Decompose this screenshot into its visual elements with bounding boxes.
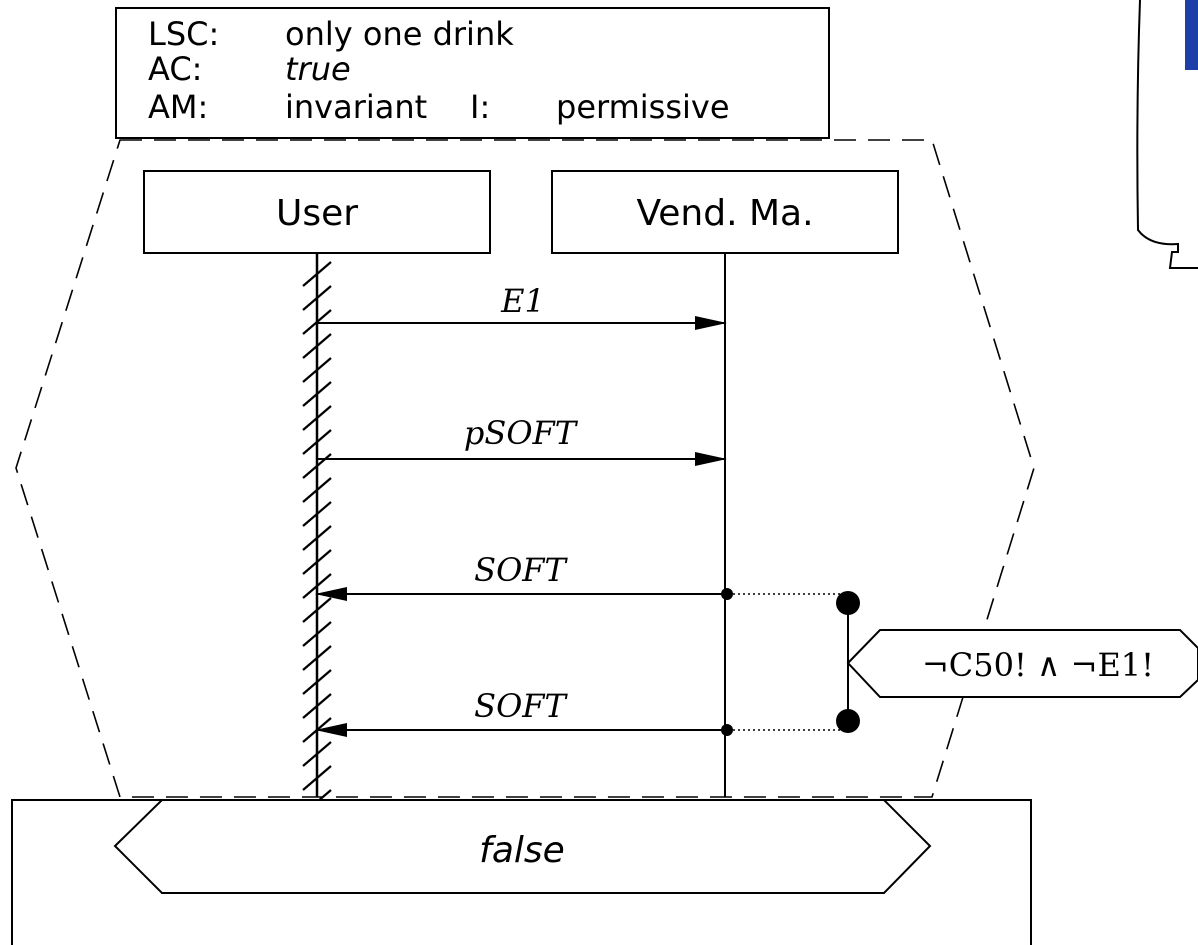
false-label: false <box>479 830 565 871</box>
condition-hexagon: ¬C50! ∧ ¬E1! <box>846 629 1198 698</box>
condition-label: ¬C50! ∧ ¬E1! <box>922 646 1154 684</box>
hatch-stroke <box>302 477 332 503</box>
message-soft-1: SOFT <box>315 551 725 601</box>
hatch-stroke <box>302 429 332 455</box>
hatch-stroke <box>302 621 332 647</box>
hatch-stroke <box>302 741 332 767</box>
hatch-stroke <box>302 573 332 599</box>
header-key-lsc: LSC: <box>148 15 219 53</box>
message-soft-2: SOFT <box>315 687 725 737</box>
message-e1: E1 <box>317 282 727 330</box>
hatch-stroke <box>302 285 332 311</box>
hatch-stroke <box>302 549 332 575</box>
blue-corner-block <box>1185 0 1198 70</box>
message-psoft: pSOFT <box>317 414 727 466</box>
condition-bracket <box>721 588 860 736</box>
message-label: pSOFT <box>464 414 579 452</box>
header-value-ac: true <box>285 50 351 88</box>
hatch-stroke <box>302 765 332 791</box>
instance-vending-machine-label: Vend. Ma. <box>636 193 813 234</box>
dashed-hexagon <box>15 139 1035 798</box>
prechart-result-box: false <box>11 799 1032 945</box>
hot-hatching <box>302 261 332 815</box>
hatch-stroke <box>302 333 332 359</box>
hatch-stroke <box>302 381 332 407</box>
instance-vending-machine: Vend. Ma. <box>551 170 899 254</box>
header-key-i: I: <box>470 88 490 126</box>
instance-user-label: User <box>276 193 358 234</box>
header-box: LSC: only one drink AC: true AM: invaria… <box>115 7 830 139</box>
header-value-i: permissive <box>556 88 730 126</box>
message-label: SOFT <box>474 551 568 589</box>
hatch-stroke <box>302 645 332 671</box>
hatch-stroke <box>302 693 332 719</box>
instance-user: User <box>143 170 491 254</box>
message-label: SOFT <box>474 687 568 725</box>
hatch-stroke <box>302 501 332 527</box>
header-value-am: invariant <box>285 88 427 126</box>
hatch-stroke <box>302 525 332 551</box>
hatch-stroke <box>302 357 332 383</box>
header-value-lsc: only one drink <box>285 15 514 53</box>
hatch-stroke <box>302 597 332 623</box>
partial-frame-top-right <box>1136 0 1198 269</box>
message-label: E1 <box>500 282 545 320</box>
header-key-ac: AC: <box>148 50 202 88</box>
hatch-stroke <box>302 261 332 287</box>
hatch-stroke <box>302 669 332 695</box>
header-key-am: AM: <box>148 88 208 126</box>
hatch-stroke <box>302 405 332 431</box>
